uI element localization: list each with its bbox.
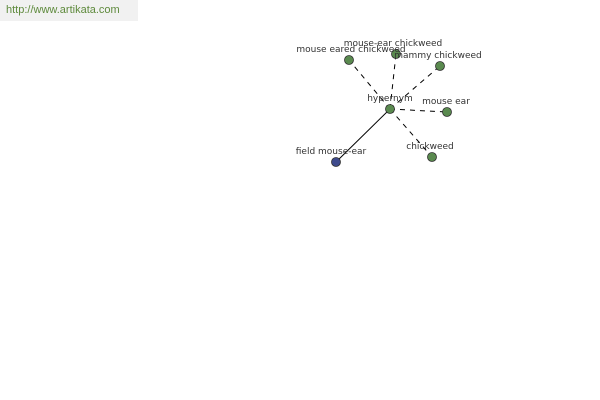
node-mammy-chickweed[interactable] [435,61,445,71]
node-label-mammy-chickweed[interactable]: mammy chickweed [394,51,481,61]
node-center[interactable] [385,104,395,114]
graph-links [335,53,448,163]
node-mouse-ear[interactable] [442,107,452,117]
link-mouse-ear [389,108,448,113]
node-label-chickweed[interactable]: chickweed [406,142,453,152]
node-field-mouse-ear[interactable] [331,157,341,167]
link-mammy-chickweed [389,65,441,110]
node-label-field-mouse-ear[interactable]: field mouse-ear [296,147,367,157]
node-label-mouse-eared-chickweed[interactable]: mouse eared chickweed [296,45,405,55]
link-mouse-eared-chickweed [348,59,391,110]
node-label-mouse-ear-chickweed[interactable]: mouse-ear chickweed [344,39,443,49]
node-chickweed[interactable] [427,152,437,162]
node-label-mouse-ear[interactable]: mouse ear [422,97,470,107]
node-label-center: hypernym [367,94,413,104]
link-chickweed [389,108,433,158]
graph-nodes [331,49,452,167]
node-mouse-eared-chickweed[interactable] [344,55,354,65]
link-field-mouse-ear [335,108,391,163]
node-mouse-ear-chickweed[interactable] [391,49,401,59]
site-url-link[interactable]: http://www.artikata.com [0,0,138,21]
